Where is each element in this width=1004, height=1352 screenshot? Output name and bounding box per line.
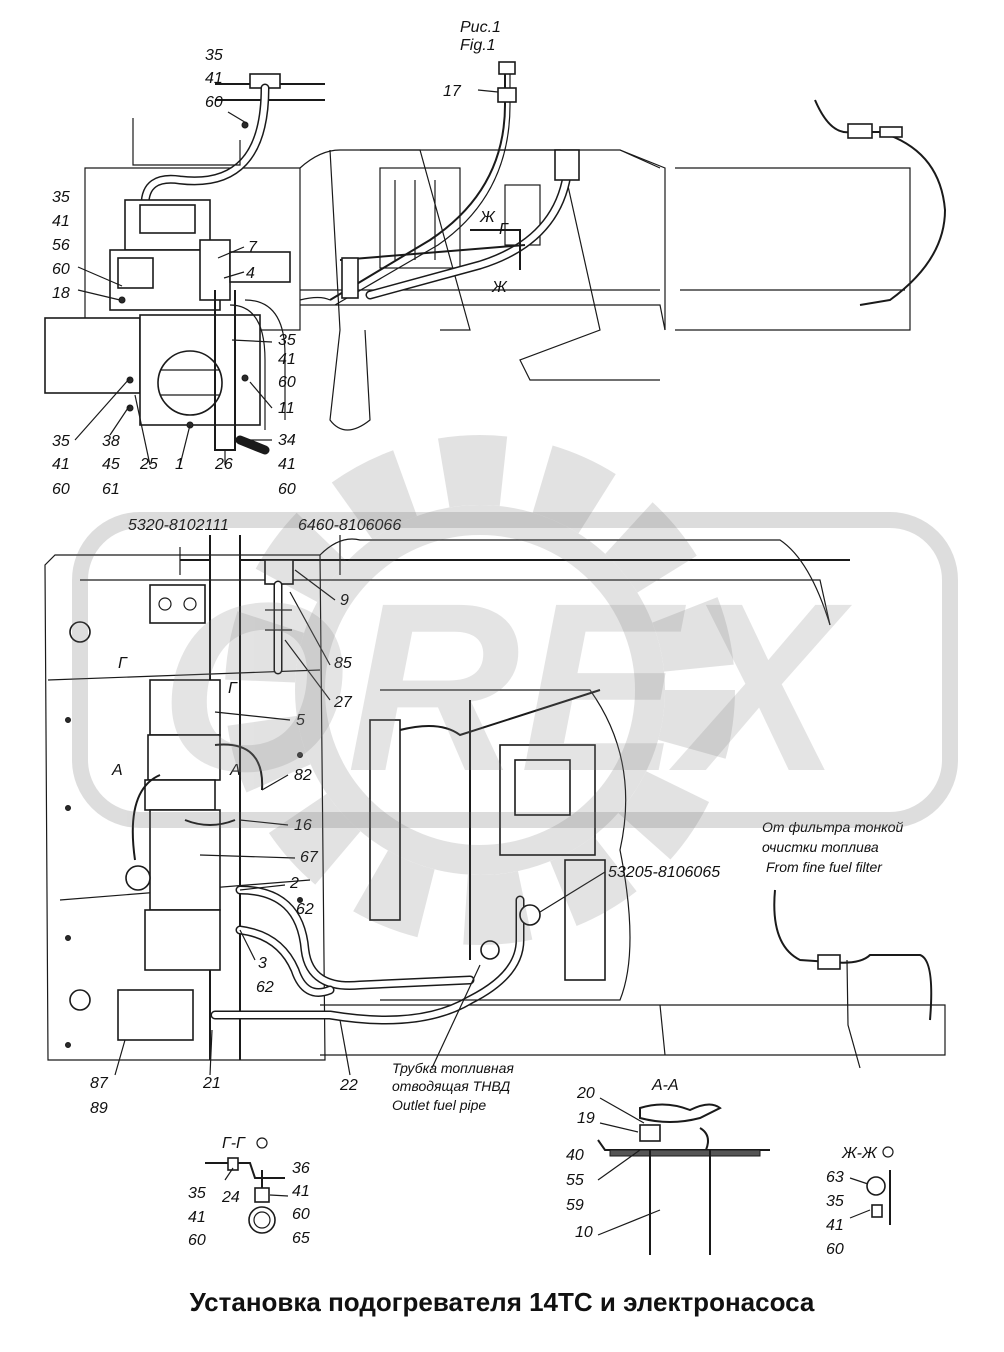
label-60: 60	[292, 1206, 310, 1223]
part-number-53205-8106065: 53205-8106065	[608, 864, 720, 881]
label-g: Г	[118, 655, 128, 672]
label-61: 61	[102, 481, 120, 498]
label-62: 62	[256, 979, 274, 996]
label-41: 41	[278, 456, 296, 473]
note-outlet-fuel-pipe-ru: Трубка топливная	[392, 1060, 514, 1076]
label-60: 60	[188, 1232, 206, 1249]
part-number-6460-8106066: 6460-8106066	[298, 517, 401, 534]
note-outlet-fuel-pipe-ru: отводящая ТНВД	[392, 1078, 510, 1094]
label-35: 35	[278, 332, 296, 349]
label-85: 85	[334, 655, 352, 672]
label-60: 60	[278, 481, 296, 498]
label-60: 60	[52, 481, 70, 498]
label-59: 59	[566, 1197, 584, 1214]
page-title: Установка подогревателя 14ТС и электрона…	[189, 1287, 815, 1317]
label-16: 16	[294, 817, 312, 834]
figure-caption-en: Fig.1	[460, 37, 496, 54]
label-41: 41	[205, 70, 223, 87]
note-outlet-fuel-pipe-en: Outlet fuel pipe	[392, 1097, 486, 1113]
label-67: 67	[300, 849, 319, 866]
label-2: 2	[289, 875, 299, 892]
section-a-a: А-А 20 19 40 55 59 10	[566, 1077, 770, 1255]
label-9: 9	[340, 592, 349, 609]
label-22: 22	[339, 1077, 358, 1094]
label-63: 63	[826, 1169, 844, 1186]
label-62: 62	[296, 901, 314, 918]
label-41: 41	[292, 1183, 310, 1200]
label-45: 45	[102, 456, 120, 473]
label-35: 35	[188, 1185, 206, 1202]
label-25: 25	[139, 456, 158, 473]
label-40: 40	[566, 1147, 584, 1164]
label-41: 41	[52, 213, 70, 230]
label-87: 87	[90, 1075, 109, 1092]
label-zh: Ж	[491, 279, 508, 296]
section-a-a-title: А-А	[651, 1077, 679, 1094]
label-a: А	[229, 762, 241, 779]
label-41: 41	[278, 351, 296, 368]
figure-caption-ru: Рис.1	[460, 19, 501, 36]
label-7: 7	[248, 239, 258, 256]
label-19: 19	[577, 1110, 595, 1127]
label-zh: Ж	[479, 209, 496, 226]
label-60: 60	[52, 261, 70, 278]
label-41: 41	[188, 1209, 206, 1226]
label-41: 41	[826, 1217, 844, 1234]
label-3: 3	[258, 955, 267, 972]
label-18: 18	[52, 285, 70, 302]
label-a: А	[111, 762, 123, 779]
label-26: 26	[214, 456, 233, 473]
bottom-view-labels: 5320-8102111 6460-8106066 9 85 27 5 Г Г …	[90, 517, 904, 1117]
note-fine-fuel-filter-ru: очистки топлива	[762, 839, 879, 855]
top-view	[44, 61, 947, 466]
label-35: 35	[52, 189, 70, 206]
label-38: 38	[102, 433, 120, 450]
label-35: 35	[52, 433, 70, 450]
label-82: 82	[294, 767, 312, 784]
label-10: 10	[575, 1224, 593, 1241]
label-17: 17	[443, 83, 462, 100]
label-34: 34	[278, 432, 296, 449]
part-number-5320-8102111: 5320-8102111	[128, 517, 229, 534]
section-zh-zh-title: Ж-Ж	[841, 1145, 878, 1162]
label-24: 24	[221, 1189, 240, 1206]
section-g-g-title: Г-Г	[222, 1135, 246, 1152]
label-41: 41	[52, 456, 70, 473]
label-60: 60	[205, 94, 223, 111]
label-65: 65	[292, 1230, 310, 1247]
label-5: 5	[296, 712, 305, 729]
note-fine-fuel-filter-en: From fine fuel filter	[766, 859, 883, 875]
label-27: 27	[333, 694, 353, 711]
label-g: Г	[228, 680, 238, 697]
label-20: 20	[576, 1085, 595, 1102]
label-89: 89	[90, 1100, 108, 1117]
bottom-view	[44, 535, 946, 1076]
label-56: 56	[52, 237, 70, 254]
label-60: 60	[826, 1241, 844, 1258]
section-zh-zh: Ж-Ж 63 35 41 60	[826, 1145, 894, 1258]
label-35: 35	[826, 1193, 844, 1210]
label-36: 36	[292, 1160, 310, 1177]
note-fine-fuel-filter-ru: От фильтра тонкой	[762, 819, 904, 835]
label-g: Г	[499, 221, 509, 238]
top-view-labels: Рис.1 Fig.1 35 41 60 17 35 41 56 60 18 7…	[52, 19, 509, 498]
label-11: 11	[278, 400, 295, 417]
section-g-g: Г-Г 36 41 60 65 35 24 41 60	[188, 1135, 310, 1249]
label-55: 55	[566, 1172, 584, 1189]
label-4: 4	[246, 265, 255, 282]
label-1: 1	[175, 456, 184, 473]
label-60: 60	[278, 374, 296, 391]
label-35: 35	[205, 47, 223, 64]
label-21: 21	[202, 1075, 221, 1092]
